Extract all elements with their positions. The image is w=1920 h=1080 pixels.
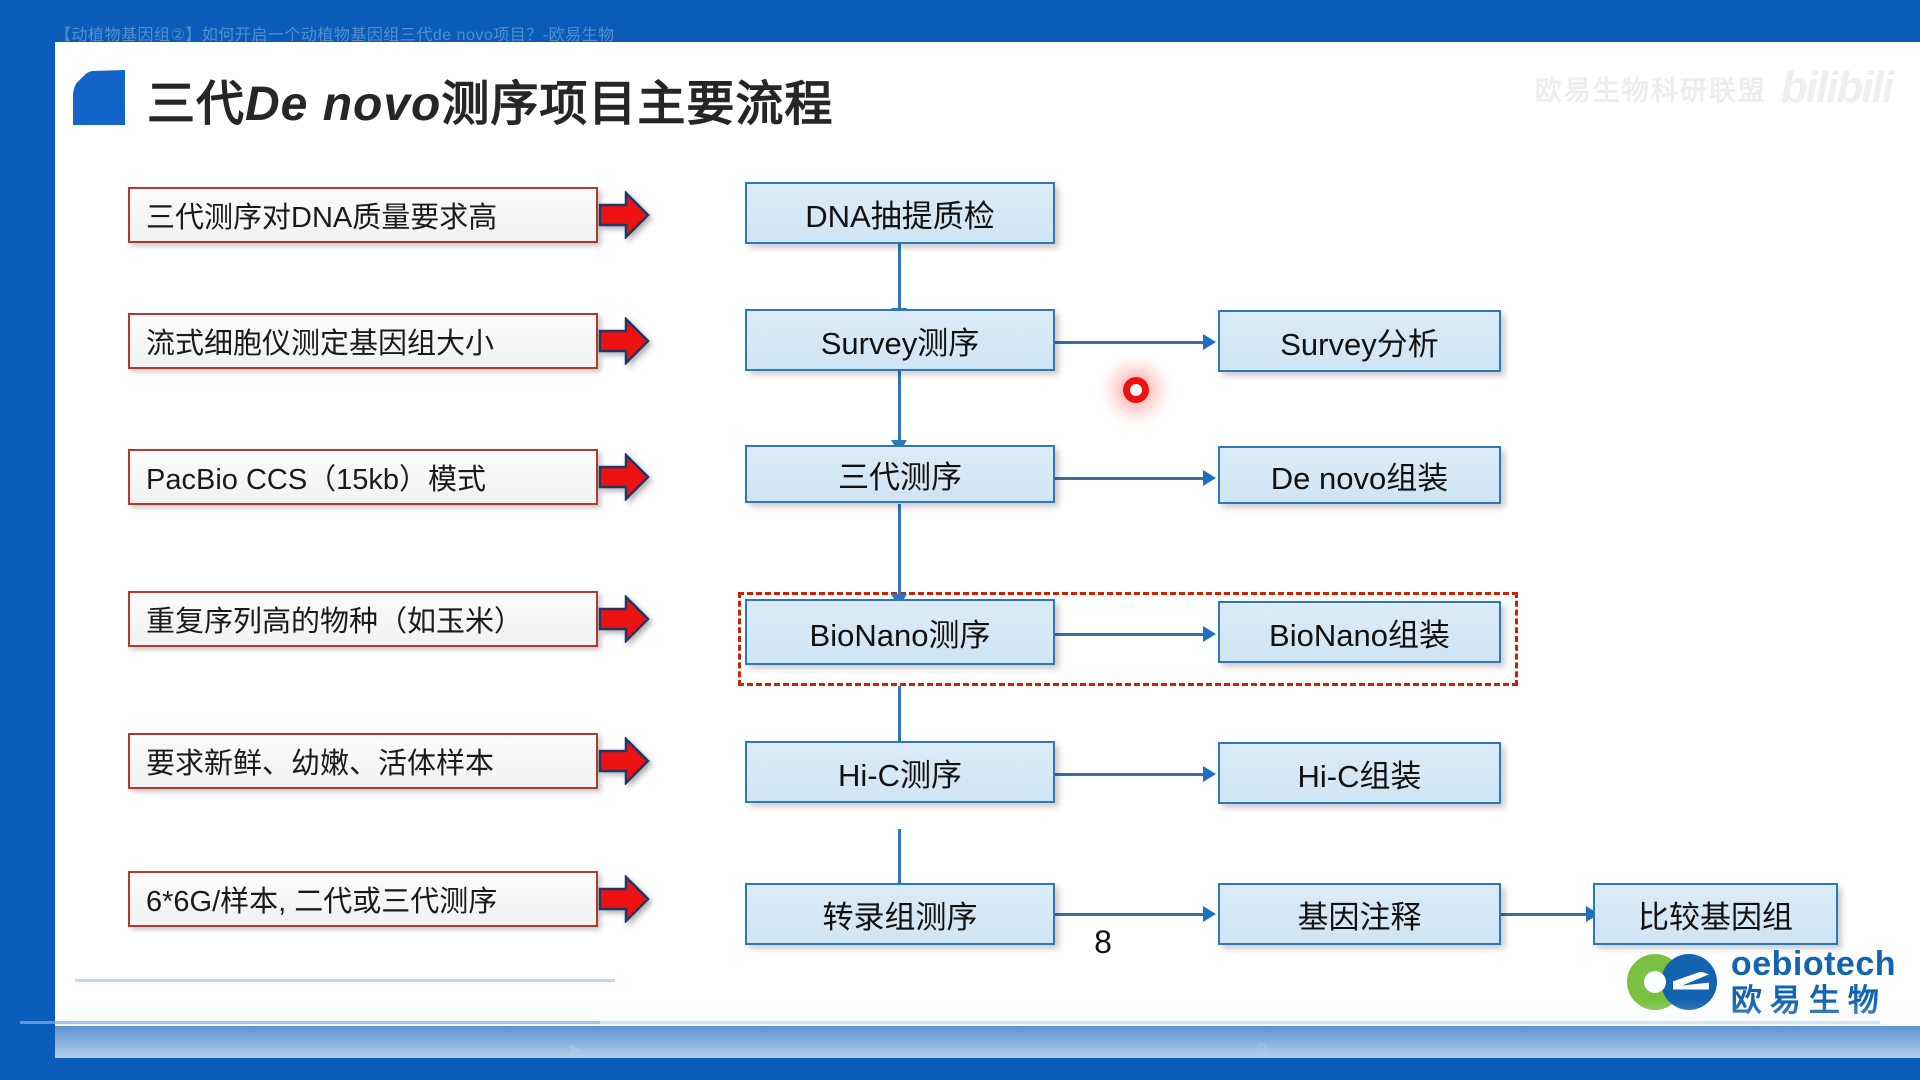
flow-label: DNA抽提质检 bbox=[805, 198, 995, 234]
oebiotech-logo-icon bbox=[1626, 952, 1719, 1012]
connector-tgs-to-bionano bbox=[898, 504, 901, 598]
note-label: 三代测序对DNA质量要求高 bbox=[146, 202, 498, 234]
flow-label: BioNano组装 bbox=[1269, 617, 1450, 653]
connector-survey-to-tgs bbox=[898, 369, 901, 444]
flow-denovo-assembly[interactable]: De novo组装 bbox=[1218, 446, 1501, 504]
video-title: 【动植物基因组②】如何开启一个动植物基因组三代de novo项目？-欧易生物 bbox=[55, 27, 615, 44]
flow-survey-analysis[interactable]: Survey分析 bbox=[1218, 310, 1501, 372]
connector-dna-to-survey bbox=[898, 244, 901, 312]
flow-label: Survey分析 bbox=[1280, 326, 1439, 362]
player-settings-icon[interactable]: ⚙ bbox=[1255, 1041, 1269, 1058]
flow-survey-seq[interactable]: Survey测序 bbox=[745, 309, 1055, 371]
note-transcriptome: 6*6G/样本, 二代或三代测序 bbox=[128, 871, 598, 927]
player-play-icon[interactable]: ▶ bbox=[570, 1041, 582, 1058]
title-prefix: 三代 bbox=[147, 78, 246, 131]
note-label: PacBio CCS（15kb）模式 bbox=[146, 464, 487, 496]
watermark-text: 欧易生物科研联盟 bbox=[1534, 75, 1767, 106]
flow-hic-assembly[interactable]: Hi-C组装 bbox=[1218, 742, 1501, 804]
note-label: 流式细胞仪测定基因组大小 bbox=[146, 328, 495, 360]
logo-text-en: oebiotech bbox=[1730, 945, 1896, 983]
video-progress-fill bbox=[20, 1021, 600, 1024]
connector-arrowhead bbox=[1203, 334, 1216, 350]
flow-label: De novo组装 bbox=[1270, 460, 1449, 496]
watermark: 欧易生物科研联盟 bilibili bbox=[1534, 52, 1894, 124]
footer-divider bbox=[75, 979, 615, 982]
slide-header: 三代De novo测序项目主要流程 欧易生物科研联盟 bilibili bbox=[55, 42, 1920, 147]
red-arrow-icon-5 bbox=[598, 737, 650, 785]
logo-text-cn: 欧易生物 bbox=[1730, 983, 1887, 1018]
connector-hic-seq-to-assembly bbox=[1055, 773, 1205, 776]
flow-label: Survey测序 bbox=[820, 325, 980, 361]
note-dna-quality: 三代测序对DNA质量要求高 bbox=[128, 187, 598, 243]
red-arrow-icon-1 bbox=[598, 191, 650, 239]
title-italic: De novo bbox=[245, 78, 442, 131]
page-number: 8 bbox=[1094, 924, 1112, 960]
workflow-diagram: 三代测序对DNA质量要求高 流式细胞仪测定基因组大小 PacBio CCS（15… bbox=[55, 147, 1920, 1026]
connector-hic-to-rna bbox=[898, 829, 901, 915]
flow-comparative-genomics[interactable]: 比较基因组 bbox=[1593, 883, 1838, 945]
connector-tgs-to-denovo bbox=[1055, 477, 1205, 480]
note-repeat-species: 重复序列高的物种（如玉米） bbox=[128, 591, 598, 647]
flow-label: 基因注释 bbox=[1297, 899, 1422, 935]
connector-arrowhead bbox=[1203, 470, 1216, 486]
bionano-highlight-region bbox=[738, 592, 1518, 686]
page-title: 三代De novo测序项目主要流程 bbox=[147, 64, 833, 134]
flow-label: 三代测序 bbox=[838, 459, 962, 495]
video-progress-track[interactable] bbox=[20, 1021, 1880, 1024]
flow-label: 比较基因组 bbox=[1638, 899, 1793, 935]
flow-tgs-seq[interactable]: 三代测序 bbox=[745, 445, 1055, 503]
note-label: 6*6G/样本, 二代或三代测序 bbox=[146, 886, 498, 918]
connector-arrowhead bbox=[1203, 906, 1216, 922]
note-fresh-sample: 要求新鲜、幼嫩、活体样本 bbox=[128, 733, 598, 789]
connector-bionano-to-hic bbox=[898, 686, 901, 778]
flow-bionano-seq[interactable]: BioNano测序 bbox=[745, 599, 1055, 665]
flow-bionano-assembly[interactable]: BioNano组装 bbox=[1218, 601, 1501, 663]
flow-label: BioNano测序 bbox=[809, 617, 991, 653]
title-wedge-icon bbox=[73, 70, 125, 125]
red-arrow-icon-3 bbox=[598, 453, 650, 501]
note-label: 重复序列高的物种（如玉米） bbox=[146, 606, 524, 638]
laser-pointer-cursor bbox=[1123, 377, 1149, 403]
flow-label: Hi-C测序 bbox=[838, 757, 962, 793]
connector-annotation-to-comparative bbox=[1460, 913, 1588, 916]
connector-rna-to-annotation bbox=[1055, 913, 1205, 916]
red-arrow-icon-6 bbox=[598, 875, 650, 923]
flow-dna-extraction[interactable]: DNA抽提质检 bbox=[745, 182, 1055, 244]
note-genome-size: 流式细胞仪测定基因组大小 bbox=[128, 313, 598, 369]
brand-logo: oebiotech 欧易生物 bbox=[1626, 945, 1896, 1018]
connector-survey-to-analysis bbox=[1055, 341, 1205, 344]
flow-gene-annotation[interactable]: 基因注释 bbox=[1218, 883, 1501, 945]
presentation-slide: 三代De novo测序项目主要流程 欧易生物科研联盟 bilibili 三代测序… bbox=[55, 42, 1920, 1026]
note-pacbio-ccs: PacBio CCS（15kb）模式 bbox=[128, 449, 598, 505]
red-arrow-icon-4 bbox=[598, 595, 650, 643]
connector-arrowhead bbox=[1203, 626, 1216, 642]
connector-bionano-seq-to-assembly bbox=[1055, 633, 1205, 636]
flow-label: Hi-C组装 bbox=[1297, 758, 1422, 794]
connector-arrowhead bbox=[1203, 766, 1216, 782]
flow-hic-seq[interactable]: Hi-C测序 bbox=[745, 741, 1055, 803]
flow-rna-seq[interactable]: 转录组测序 bbox=[745, 883, 1055, 945]
watermark-bilibili-logo: bilibili bbox=[1780, 63, 1894, 112]
flow-label: 转录组测序 bbox=[822, 899, 978, 935]
red-arrow-icon-2 bbox=[598, 317, 650, 365]
title-suffix: 测序项目主要流程 bbox=[441, 78, 834, 131]
note-label: 要求新鲜、幼嫩、活体样本 bbox=[146, 748, 495, 780]
